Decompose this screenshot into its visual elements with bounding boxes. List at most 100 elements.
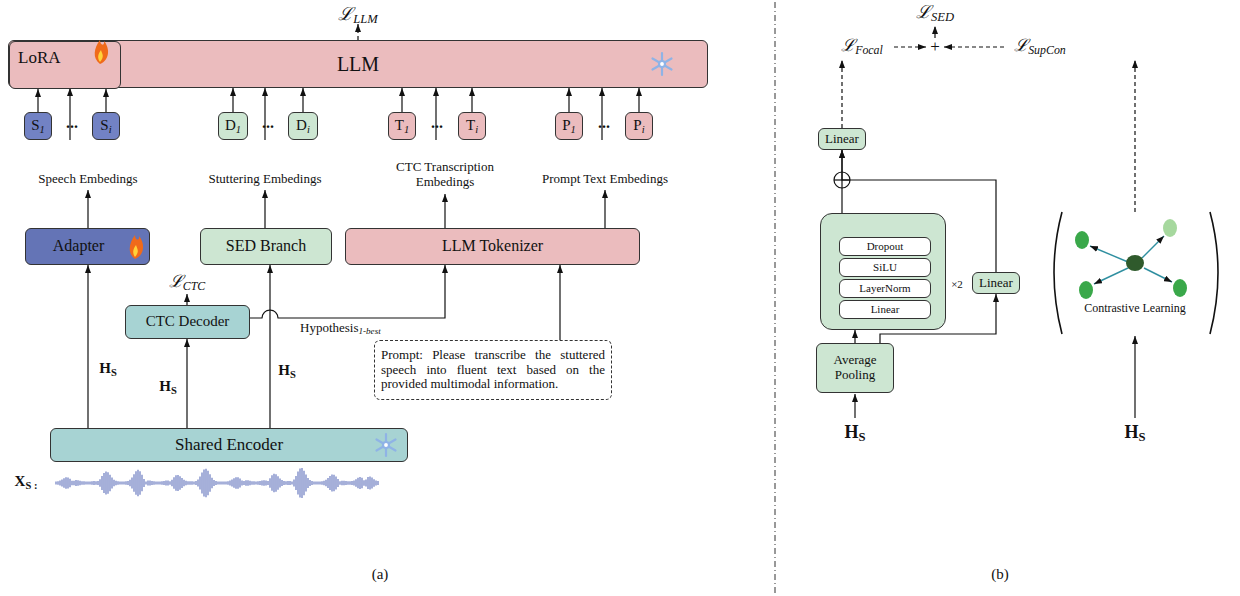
loss-label: ℒLLM — [338, 4, 378, 25]
layer-box: Dropout — [839, 237, 931, 256]
mlp-block: DropoutSiLU LayerNormLinear — [820, 213, 946, 330]
plus-label: + — [930, 37, 940, 57]
illustration-caption: Contrastive Learning — [1084, 302, 1186, 316]
prompt-box: Prompt: Please transcribe the stuttered … — [374, 340, 612, 400]
edge-label: Hypothesis1-best — [298, 321, 383, 336]
panel-label: (a) — [372, 566, 389, 583]
connector-arrow — [87, 265, 88, 428]
node-text: SiLU — [873, 261, 897, 274]
token-box: D1 — [218, 112, 248, 140]
encoder-box: Shared Encoder — [50, 428, 408, 462]
subscript: 1 — [236, 124, 241, 135]
token-box: Pi — [625, 112, 653, 140]
subscript: 1-best — [359, 326, 381, 336]
panel-label: (b) — [991, 566, 1009, 583]
subscript: S — [111, 367, 117, 378]
embedding-label: Speech Embedings — [38, 172, 137, 187]
node-text: Di — [296, 117, 310, 134]
subscript: S — [171, 385, 177, 396]
node-text: S1 — [31, 117, 45, 134]
fire-icon — [95, 40, 108, 64]
connector-arrow — [232, 88, 233, 112]
token-box: S1 — [24, 112, 52, 140]
node-text: D1 — [225, 117, 241, 134]
loss-label: ℒCTC — [169, 272, 205, 292]
feature-label: HS — [844, 422, 865, 443]
subscript: i — [307, 124, 310, 135]
subscript: Focal — [855, 43, 883, 57]
loss-label: ℒSED — [916, 2, 954, 23]
pooling-box: Average Pooling — [816, 343, 894, 393]
contrastive-illustration — [1054, 212, 1218, 334]
repeat-label: ×2 — [951, 278, 963, 291]
linear-box: Linear — [818, 128, 866, 150]
panel-separator — [775, 2, 776, 594]
feature-label: HS — [278, 362, 296, 379]
subscript: 1 — [571, 124, 576, 135]
node-text: T1 — [395, 117, 409, 134]
fire-icon — [130, 235, 143, 259]
node-text: Shared Encoder — [175, 435, 283, 455]
connector-arrow — [471, 88, 472, 112]
subscript: i — [642, 124, 645, 135]
node-text: SED Branch — [226, 237, 306, 255]
ellipsis: ... — [598, 114, 610, 132]
connector-arrow — [302, 88, 303, 112]
token-box: T1 — [388, 112, 416, 140]
sed-branch-box: SED Branch — [200, 228, 332, 265]
node-text: Si — [100, 117, 111, 134]
subscript: LLM — [353, 12, 378, 26]
snowflake-icon — [377, 434, 396, 456]
loss-label: ℒSupCon — [1014, 36, 1066, 56]
token-box: P1 — [555, 112, 583, 140]
layer-box: Linear — [839, 300, 931, 319]
lora-box: LoRA — [9, 41, 121, 89]
connector-arrow — [638, 88, 639, 112]
ellipsis: ... — [66, 114, 78, 132]
feature-label: HS — [159, 378, 177, 395]
connector-arrow — [401, 88, 402, 112]
embedding-label: CTC Transcription Embedings — [380, 160, 510, 190]
subscript: S — [859, 430, 866, 444]
embedding-label: Stuttering Embedings — [208, 172, 321, 187]
plain-arrows — [70, 88, 1135, 418]
adapter-box: Adapter — [25, 228, 150, 265]
linear-box: Linear — [972, 272, 1020, 294]
loss-label: ℒFocal — [841, 36, 883, 56]
connector-arrow — [269, 265, 270, 428]
subscript: 1 — [404, 124, 409, 135]
ellipsis: ... — [431, 114, 443, 132]
subscript: CTC — [183, 279, 205, 293]
llm-box: LLMLoRA — [8, 40, 708, 88]
node-text: Dropout — [867, 240, 904, 253]
feature-label: HS — [99, 360, 117, 377]
node-text: Average Pooling — [817, 353, 893, 383]
feature-label: HS — [1124, 422, 1145, 443]
layer-box: LayerNorm — [839, 279, 931, 298]
subscript: 1 — [40, 124, 45, 135]
node-text: LoRA — [18, 48, 61, 68]
subscript: i — [475, 124, 478, 135]
node-text: Ti — [466, 117, 478, 134]
input-label: XS : — [15, 473, 38, 490]
connector-arrow — [559, 265, 560, 340]
speech-waveform — [56, 468, 378, 498]
node-text: CTC Decoder — [146, 313, 230, 330]
subscript: S : — [25, 480, 37, 491]
node-text: Linear — [871, 303, 900, 316]
connector-arrow — [568, 88, 569, 112]
node-text: Prompt: Please transcribe the stuttered … — [381, 348, 605, 393]
token-box: Di — [288, 112, 318, 140]
tokenizer-box: LLM Tokenizer — [345, 228, 640, 265]
node-text: Adapter — [53, 237, 105, 255]
ellipsis: ... — [262, 114, 274, 132]
connector-arrow — [37, 89, 38, 112]
connector-arrow — [250, 265, 445, 318]
node-text: P1 — [562, 117, 576, 134]
token-box: Ti — [458, 112, 486, 140]
node-text: Linear — [825, 132, 859, 147]
ctc-decoder-box: CTC Decoder — [125, 305, 250, 339]
